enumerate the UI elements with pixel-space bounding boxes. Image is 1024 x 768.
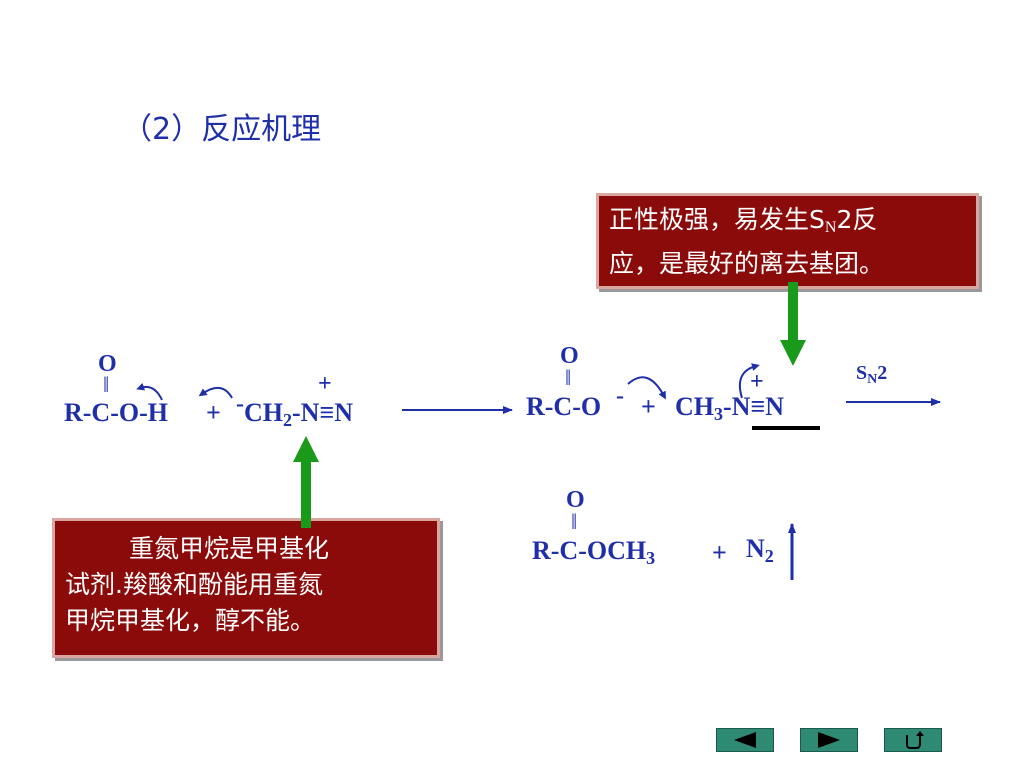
note-methylating-agent: 重氮甲烷是甲基化 试剂.羧酸和酚能用重氮 甲烷甲基化，醇不能。: [52, 518, 440, 658]
reactant-plus-charge: +: [318, 371, 332, 397]
curved-arrow-carbanion: [198, 387, 233, 399]
return-arrow-icon: [906, 731, 924, 749]
reactant-plus: +: [206, 398, 221, 427]
green-pointer-top: [780, 282, 806, 366]
curved-arrow-nucleophile: [627, 376, 666, 400]
note-methylating-agent-line3: 甲烷甲基化，醇不能。: [65, 606, 316, 635]
next-slide-button[interactable]: [800, 728, 858, 752]
green-pointer-bottom: [293, 436, 319, 528]
note-methylating-agent-line2: 试剂.羧酸和酚能用重氮: [65, 570, 323, 599]
intermediate-methyldiazonium: CH3-N≡N: [675, 392, 785, 424]
product-double-bond: ‖: [571, 509, 578, 534]
reactant-acid: R-C-O-H: [64, 398, 168, 427]
prev-slide-button[interactable]: [716, 728, 774, 752]
intermediate-plus-charge: +: [750, 369, 764, 395]
reactant-minus-charge: -: [236, 391, 244, 417]
reactant-double-bond: ‖: [103, 372, 110, 397]
note-leaving-group: 正性极强，易发生SN2反 应，是最好的离去基团。: [596, 193, 979, 289]
product-nitrogen: N2: [746, 534, 774, 566]
page-title: （2）反应机理: [122, 112, 322, 147]
return-button[interactable]: [884, 728, 942, 752]
triangle-right-icon: [818, 732, 840, 748]
triangle-left-icon: [734, 732, 756, 748]
reactant-carbonyl-oxygen: O: [98, 351, 117, 377]
product-ester: R-C-OCH3: [532, 536, 656, 568]
intermediate-minus-charge: -: [616, 383, 624, 409]
intermediate-carbonyl-oxygen: O: [560, 343, 579, 369]
product-carbonyl-oxygen: O: [566, 487, 585, 513]
intermediate-carboxylate: R-C-O: [526, 392, 602, 421]
sn2-label: SN2: [856, 362, 888, 387]
note-methylating-agent-line1: 重氮甲烷是甲基化: [129, 534, 330, 563]
curved-arrow-leaving: [738, 363, 760, 399]
curved-arrow-oh-bond: [136, 382, 163, 401]
intermediate-double-bond: ‖: [565, 365, 572, 390]
product-plus: +: [712, 538, 727, 567]
note-leaving-group-line1: 正性极强，易发生SN2反: [609, 205, 878, 236]
reactant-diazomethane: CH2-N≡N: [244, 398, 354, 430]
note-leaving-group-line2: 应，是最好的离去基团。: [609, 249, 885, 278]
intermediate-plus: +: [641, 392, 656, 421]
